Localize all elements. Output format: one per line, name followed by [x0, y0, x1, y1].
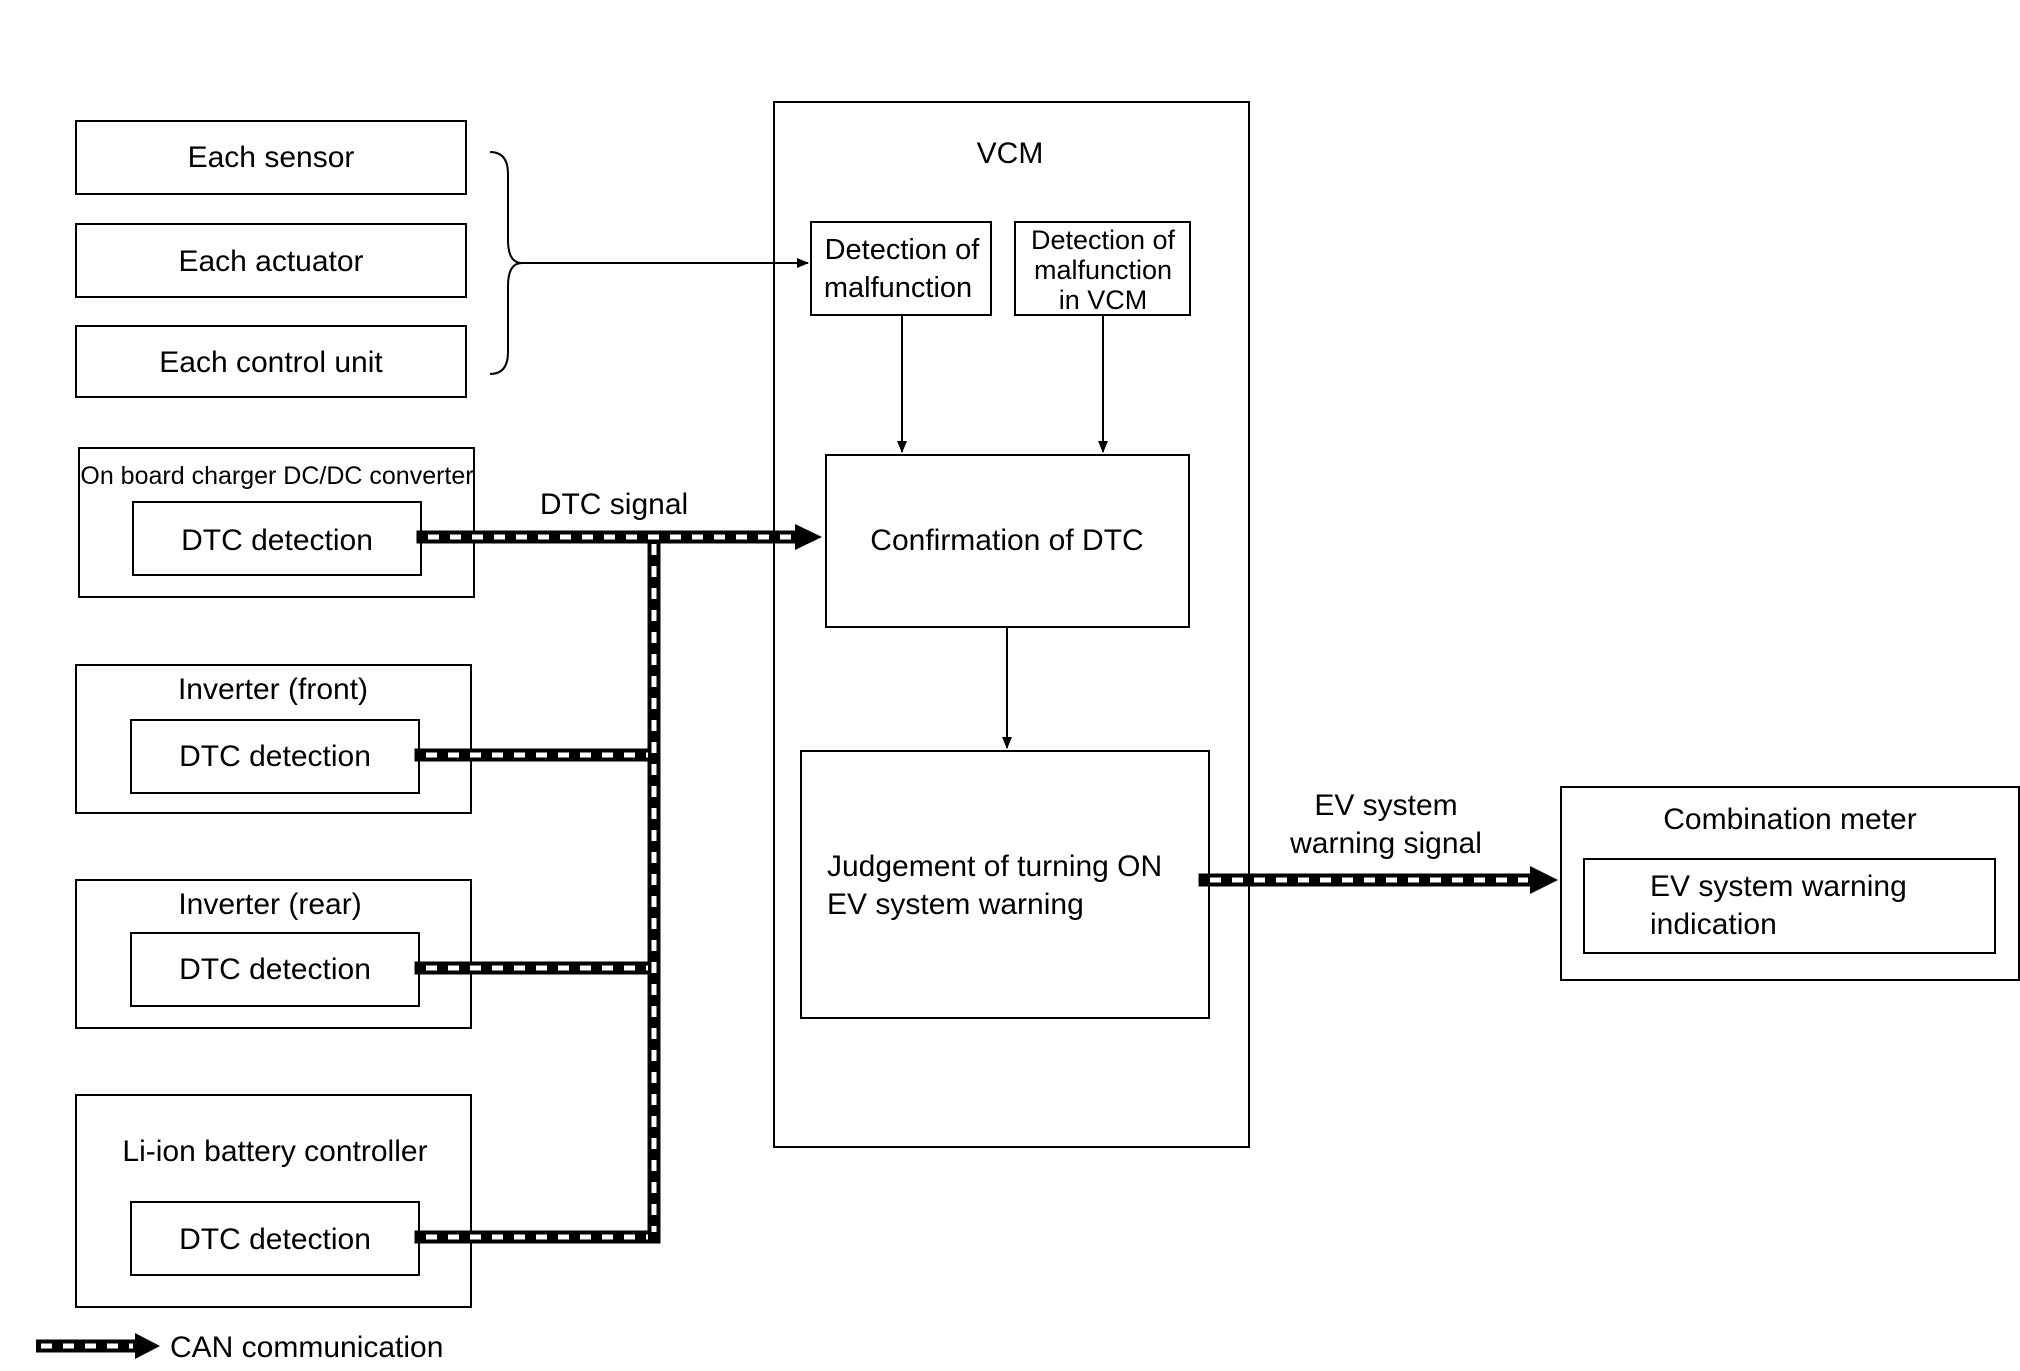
judgement-box: Judgement of turning ON EV system warnin…: [800, 750, 1210, 1019]
battery-controller-box: Li-ion battery controller DTC detection: [75, 1094, 472, 1308]
dtc-signal-label: DTC signal: [540, 488, 688, 521]
detection-vcm-line1: Detection of: [1031, 225, 1176, 255]
each-sensor-box: Each sensor: [75, 120, 467, 195]
inverter-rear-box: Inverter (rear) DTC detection: [75, 879, 472, 1029]
inverter-rear-dtc-detection-label: DTC detection: [179, 953, 371, 986]
legend: CAN communication: [36, 1331, 443, 1364]
legend-can-arrowhead: [135, 1333, 160, 1359]
detection-vcm-line2: malfunction: [1034, 255, 1172, 285]
each-actuator-label: Each actuator: [178, 245, 363, 278]
detection-of-malfunction-box: Detection of malfunction: [810, 221, 992, 316]
inverter-front-dtc-detection-label: DTC detection: [179, 740, 371, 773]
obc-title: On board charger DC/DC converter: [80, 462, 473, 490]
detection-label-line1: Detection of: [825, 234, 981, 266]
battery-controller-title: Li-ion battery controller: [122, 1135, 427, 1168]
each-sensor-label: Each sensor: [188, 141, 355, 174]
detection-in-vcm-box: Detection of malfunction in VCM: [1014, 221, 1191, 316]
combination-meter-title: Combination meter: [1663, 803, 1916, 836]
inverter-front-box: Inverter (front) DTC detection: [75, 664, 472, 814]
each-control-unit-label: Each control unit: [159, 346, 383, 379]
input-group-brace: [489, 151, 523, 375]
detection-vcm-line3: in VCM: [1059, 285, 1148, 315]
legend-can-label: CAN communication: [170, 1331, 443, 1364]
judgement-line2: EV system warning: [827, 888, 1084, 921]
each-actuator-box: Each actuator: [75, 223, 467, 298]
ev-warning-indication-line1: EV system warning: [1650, 870, 1907, 903]
obc-dtc-detection-label: DTC detection: [181, 524, 373, 557]
combination-meter-box: Combination meter EV system warning indi…: [1560, 786, 2020, 981]
detection-label-line2: malfunction: [824, 272, 972, 304]
ev-warning-indication-box: [1583, 858, 1996, 954]
obc-box: On board charger DC/DC converter DTC det…: [78, 447, 475, 598]
ev-warning-signal-line2: warning signal: [1289, 827, 1482, 860]
dtc-signal-arrowhead: [795, 524, 822, 550]
judgement-line1: Judgement of turning ON: [827, 850, 1162, 883]
vcm-box: VCM Detection of malfunction Detection o…: [773, 101, 1250, 1148]
battery-dtc-detection-label: DTC detection: [179, 1223, 371, 1256]
ev-warning-signal-line1: EV system: [1314, 789, 1457, 822]
confirmation-of-dtc-box: Confirmation of DTC: [825, 454, 1190, 628]
each-control-unit-box: Each control unit: [75, 325, 467, 398]
can-bus-lines: [414, 524, 1558, 1244]
vcm-title: VCM: [977, 137, 1044, 170]
ev-warning-arrowhead: [1530, 866, 1558, 894]
inverter-front-title: Inverter (front): [178, 673, 368, 706]
ev-warning-indication-line2: indication: [1650, 908, 1777, 941]
confirmation-label: Confirmation of DTC: [870, 524, 1143, 557]
inverter-rear-title: Inverter (rear): [178, 888, 361, 921]
